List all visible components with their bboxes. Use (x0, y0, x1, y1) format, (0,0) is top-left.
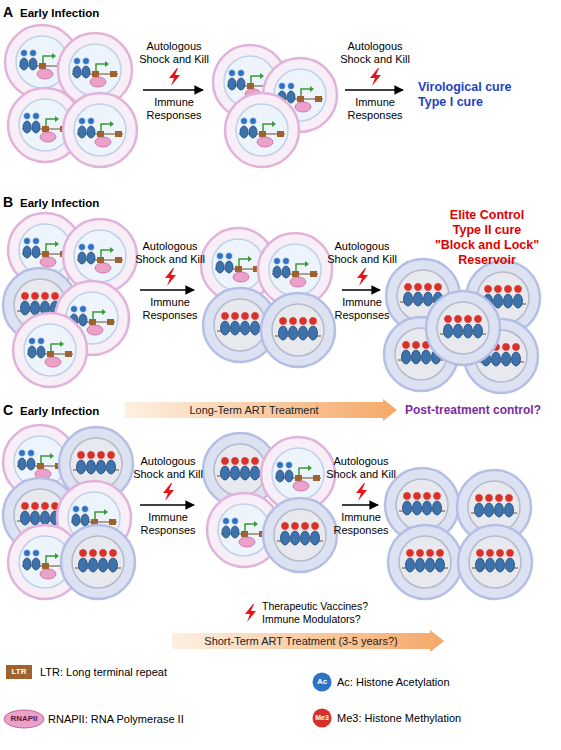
latent-cell (263, 498, 337, 572)
step-label: Immune Responses (128, 296, 212, 322)
latent-cell (458, 525, 532, 599)
icon-label: LTR (4, 666, 34, 678)
active-cell (13, 313, 87, 387)
arrow-band (172, 630, 444, 652)
outcome-label: "Block and Lock" Reservoir (407, 238, 561, 268)
icon-label: RNAPII (4, 713, 44, 725)
lightning-bolt (165, 268, 176, 286)
step-label: Autologous Shock and Kill (128, 240, 212, 266)
arrow-band (125, 399, 397, 421)
step-arrow (140, 289, 194, 291)
legend-entry: Me3: Histone Methylation (337, 711, 461, 725)
legend-text: Ac: Histone Acetylation (337, 675, 450, 689)
outcome-label: Virological cure (418, 80, 512, 95)
arrow-text-box: Long-Term ART Treatment (125, 399, 383, 421)
treatment-label: Long-Term ART Treatment (189, 404, 318, 417)
lightning-bolt (357, 268, 368, 286)
step-arrow (342, 289, 380, 291)
outcome-label: Type II cure (407, 223, 561, 238)
rnapii-icon (4, 710, 44, 728)
lightning-bolt (163, 483, 174, 501)
lightning-bolt (370, 68, 381, 86)
lightning-bolt (245, 604, 256, 622)
step-label: Autologous Shock and Kill (132, 40, 216, 66)
step-label: Autologous Shock and Kill (333, 40, 417, 66)
treatment-arrow: Short-Term ART Treatment (3-5 years?) (172, 630, 444, 652)
treatment-arrow: Long-Term ART Treatment (125, 399, 397, 421)
step-label: Autologous Shock and Kill (320, 240, 404, 266)
legend-entry: LTR: Long terminal repeat (40, 665, 167, 679)
step-arrow (345, 89, 403, 91)
active-cell (63, 93, 137, 167)
panel-letter: B (3, 194, 13, 211)
arrow-text-box: Short-Term ART Treatment (3-5 years?) (172, 630, 430, 652)
latent-cell (61, 525, 135, 599)
step-arrow (342, 504, 378, 506)
step-arrow (143, 89, 203, 91)
step-label: Immune Responses (126, 511, 210, 537)
panel-letter: A (3, 4, 13, 21)
active-cell (225, 93, 299, 167)
step-label: Autologous Shock and Kill (319, 455, 403, 481)
stage-heading: Early Infection (20, 404, 99, 418)
step-label: Immune Responses (333, 96, 417, 122)
outcome-label: Type I cure (418, 95, 483, 110)
lightning-bolt (356, 483, 367, 501)
intervention-label: Therapeutic Vaccines? (262, 600, 368, 613)
step-label: Immune Responses (320, 296, 404, 322)
lightning-bolt (169, 68, 180, 86)
latent-cell (261, 293, 335, 367)
outcome-label: Elite Control (407, 208, 561, 223)
latent-cell (388, 525, 462, 599)
legend-entry: Ac: Histone Acetylation (337, 675, 450, 689)
legend-text: LTR: Long terminal repeat (40, 665, 167, 679)
stage-heading: Early Infection (20, 6, 99, 20)
step-arrow (140, 504, 194, 506)
stage-heading: Early Infection (20, 196, 99, 210)
panel-letter: C (3, 402, 13, 419)
intervention-label: Immune Modulators? (262, 613, 361, 626)
step-label: Immune Responses (132, 96, 216, 122)
legend-entry: RNAPII: RNA Polymerase II (48, 712, 184, 726)
step-label: Immune Responses (319, 511, 403, 537)
legend-text: RNAPII: RNA Polymerase II (48, 712, 184, 726)
icon-label: Me3 (311, 712, 333, 724)
step-label: Autologous Shock and Kill (126, 455, 210, 481)
icon-label: Ac (311, 676, 333, 688)
latent-cell (426, 291, 500, 365)
legend-text: Me3: Histone Methylation (337, 711, 461, 725)
treatment-label: Short-Term ART Treatment (3-5 years?) (204, 635, 397, 648)
outcome-label: Post-treatment control? (405, 403, 541, 417)
